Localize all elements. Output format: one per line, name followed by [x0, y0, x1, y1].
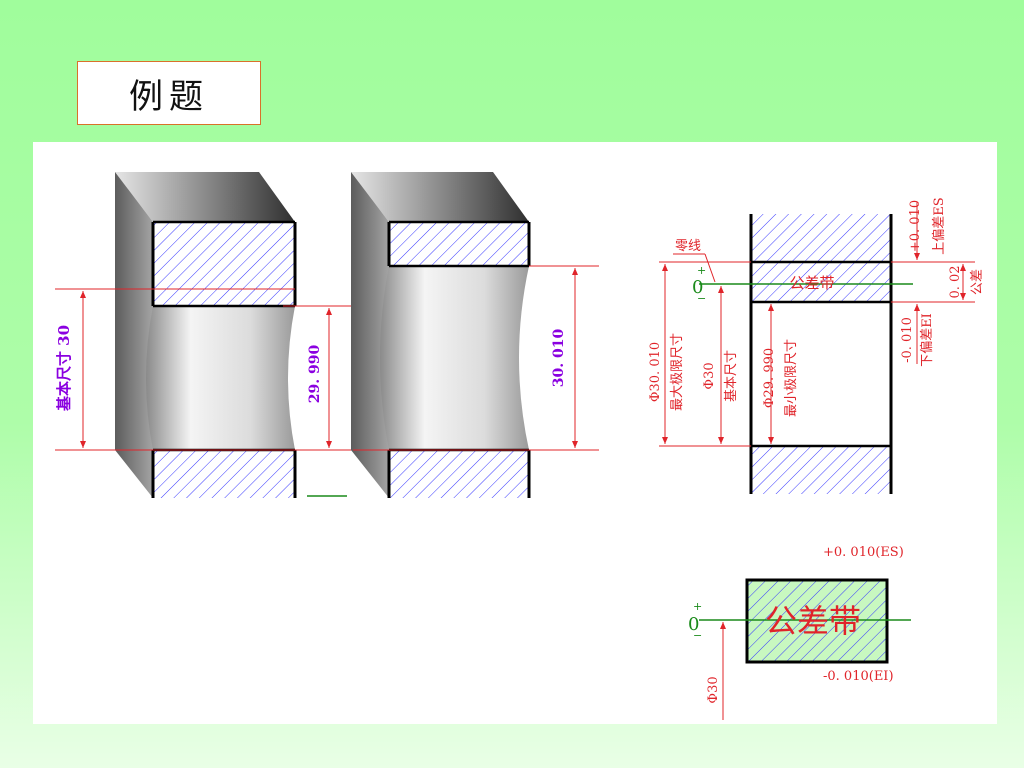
max-size-label: 最大极限尺寸: [670, 333, 685, 411]
basic-size-label: 基本尺寸: [724, 350, 739, 402]
zero-label: 0: [688, 614, 699, 635]
tolerance-band-hatch: [751, 262, 891, 302]
upper-section-hatch: [389, 222, 529, 266]
zero-label: 0: [692, 277, 703, 298]
max-size-value: Φ30. 010: [648, 342, 663, 402]
block-top-face: [115, 172, 295, 222]
lower-deviation-value: -0. 010: [900, 317, 915, 363]
upper-section-hatch: [153, 222, 295, 306]
lower-hatch: [751, 446, 891, 494]
bore-surface: [380, 266, 529, 450]
bore-surface: [146, 306, 295, 450]
slide-title-box: 例题: [77, 61, 261, 125]
lower-section-hatch: [389, 450, 529, 498]
block-side-face: [115, 172, 153, 498]
figure-canvas: 基本尺寸 30 29. 990 30. 010 公差带 零线: [33, 142, 997, 724]
tolerance-zone-diagram: +0. 010(ES) 公差带 + 0 − Φ30 -0. 010(EI): [688, 545, 911, 720]
basic-size-label: 基本尺寸 30: [55, 325, 73, 412]
slide-title: 例题: [129, 76, 209, 117]
min-size-value: 29. 990: [307, 345, 323, 404]
max-size-value: 30. 010: [551, 329, 567, 388]
basic-size-value: Φ30: [702, 362, 717, 389]
upper-hatch: [751, 214, 891, 262]
tolerance-value: 0. 02: [948, 265, 963, 298]
block-top-face: [351, 172, 529, 222]
ei-label: -0. 010(EI): [823, 669, 894, 684]
lower-section-hatch: [153, 450, 295, 498]
basic-size-value: Φ30: [706, 676, 721, 703]
tolerance-zone-label: 公差带: [789, 274, 834, 292]
es-label: +0. 010(ES): [823, 545, 904, 560]
zone-text: 公差带: [765, 602, 861, 640]
upper-deviation-label: 上偏差ES: [932, 197, 947, 254]
lower-deviation-label: 下偏差EI: [920, 313, 935, 367]
min-size-value: Φ29. 990: [762, 348, 777, 408]
limits-diagram: 公差带 零线 + 0 − Φ30. 010 最大极限尺寸 Φ30 基本尺寸 Φ2…: [648, 197, 985, 494]
min-size-label: 最小极限尺寸: [784, 339, 799, 417]
plus-sign: +: [697, 264, 706, 277]
minus-sign: −: [697, 292, 706, 305]
tolerance-label: 公差: [970, 269, 985, 295]
upper-deviation-value: +0. 010: [908, 200, 923, 252]
zero-line-label: 零线: [675, 239, 701, 254]
tolerance-figure: 基本尺寸 30 29. 990 30. 010 公差带 零线: [55, 172, 985, 720]
hole-min-figure: 基本尺寸 30 29. 990: [55, 172, 353, 498]
minus-sign: −: [693, 629, 702, 642]
plus-sign: +: [693, 600, 702, 613]
block-side-face: [351, 172, 389, 498]
hole-max-figure: 30. 010: [351, 172, 599, 498]
tolerance-zone-box: [745, 578, 889, 664]
